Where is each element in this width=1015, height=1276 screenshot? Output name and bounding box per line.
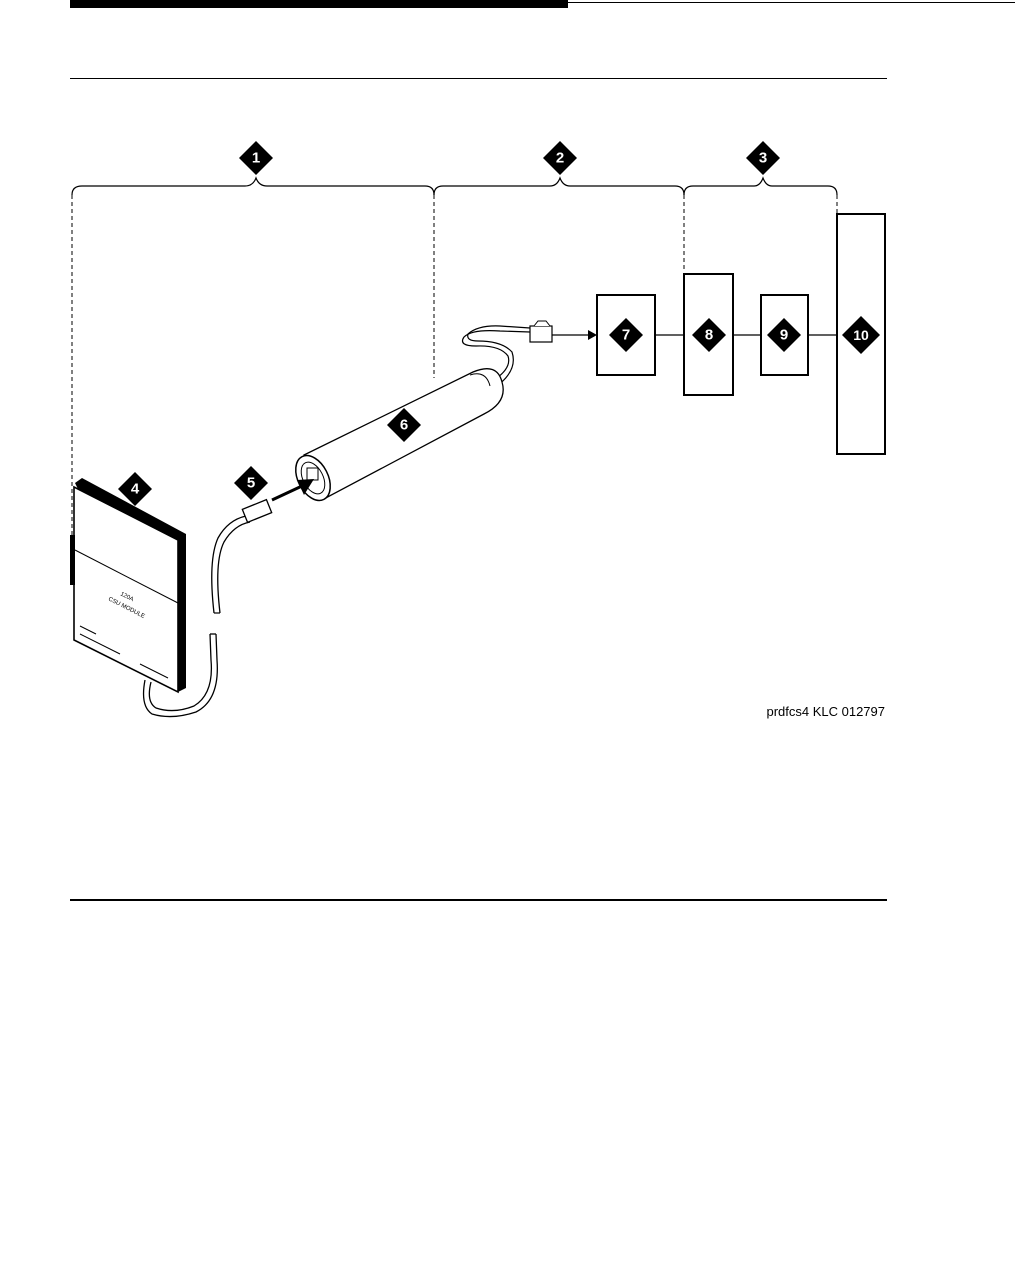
- svg-text:6: 6: [400, 417, 408, 434]
- svg-text:8: 8: [705, 327, 713, 344]
- svg-text:1: 1: [252, 150, 260, 167]
- callout-3: 3: [746, 141, 780, 175]
- callout-1: 1: [239, 141, 273, 175]
- callout-2: 2: [543, 141, 577, 175]
- adapter-cylinder: [289, 369, 503, 507]
- rj-plug-to-box-7: [530, 321, 597, 342]
- svg-text:10: 10: [853, 327, 869, 343]
- cable-5: [212, 479, 314, 613]
- svg-text:7: 7: [622, 327, 630, 344]
- callout-5: 5: [234, 466, 268, 500]
- figure-credit: prdfcs4 KLC 012797: [766, 704, 885, 719]
- svg-text:3: 3: [759, 150, 767, 167]
- brace-2: [434, 178, 684, 195]
- svg-text:9: 9: [780, 327, 788, 344]
- svg-text:5: 5: [247, 475, 255, 492]
- brace-3: [684, 178, 837, 195]
- svg-text:2: 2: [556, 150, 564, 167]
- brace-1: [72, 178, 434, 195]
- csu-module: 120A CSU MODULE: [70, 478, 186, 692]
- svg-text:4: 4: [131, 481, 140, 498]
